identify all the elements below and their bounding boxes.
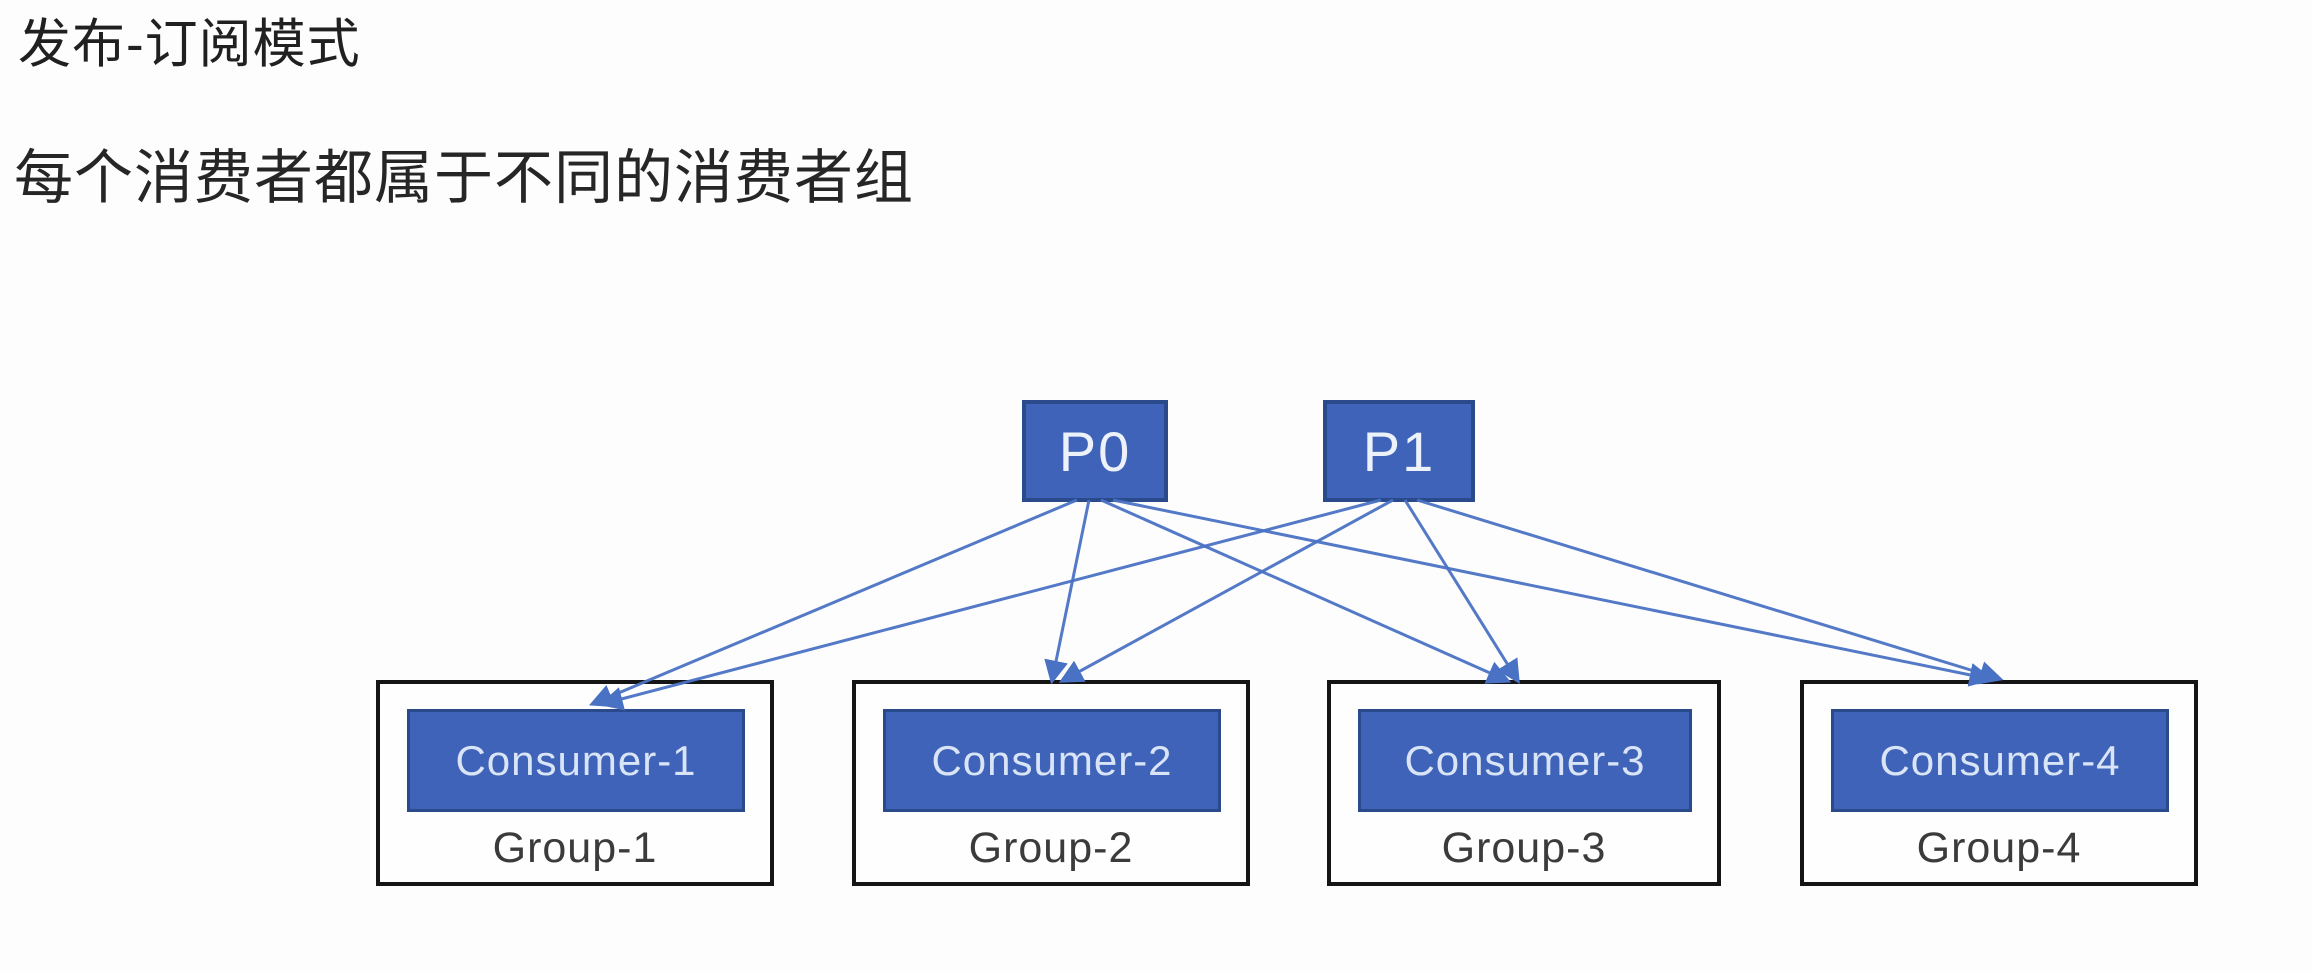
consumer-node-1: Consumer-1 [407, 709, 745, 812]
group-4-label: Group-4 [1916, 824, 2082, 872]
consumer-2-label: Consumer-2 [931, 736, 1173, 784]
arrow-p1-to-group-4 [1416, 498, 2004, 685]
group-box-4: Consumer-4 Group-4 [1800, 680, 2198, 886]
partition-p1-label: P1 [1362, 419, 1436, 483]
consumer-node-3: Consumer-3 [1358, 709, 1692, 812]
group-3-label: Group-3 [1441, 824, 1607, 872]
consumer-3-label: Consumer-3 [1404, 736, 1646, 784]
page-subtitle: 每个消费者都属于不同的消费者组 [14, 145, 915, 211]
arrow-p0-to-group-2 [1044, 499, 1091, 685]
group-box-1: Consumer-1 Group-1 [376, 680, 774, 886]
consumer-node-4: Consumer-4 [1831, 709, 2169, 812]
partition-p1: P1 [1323, 400, 1475, 502]
consumer-4-label: Consumer-4 [1879, 736, 2121, 784]
consumer-node-2: Consumer-2 [883, 709, 1221, 812]
arrow-p1-to-group-2 [1058, 498, 1394, 683]
consumer-1-label: Consumer-1 [455, 736, 697, 784]
group-1-label: Group-1 [492, 824, 658, 872]
arrow-p1-to-group-3 [1403, 499, 1520, 685]
partition-p0-label: P0 [1058, 419, 1132, 483]
arrow-p1-to-group-1 [598, 498, 1382, 711]
page-title: 发布-订阅模式 [18, 15, 361, 74]
group-2-label: Group-2 [968, 824, 1134, 872]
arrow-p0-to-group-3 [1100, 498, 1512, 684]
partition-p0: P0 [1022, 400, 1168, 502]
arrow-p0-to-group-4 [1112, 498, 1994, 687]
arrow-p0-to-group-1 [588, 498, 1078, 708]
group-box-2: Consumer-2 Group-2 [852, 680, 1250, 886]
group-box-3: Consumer-3 Group-3 [1327, 680, 1721, 886]
